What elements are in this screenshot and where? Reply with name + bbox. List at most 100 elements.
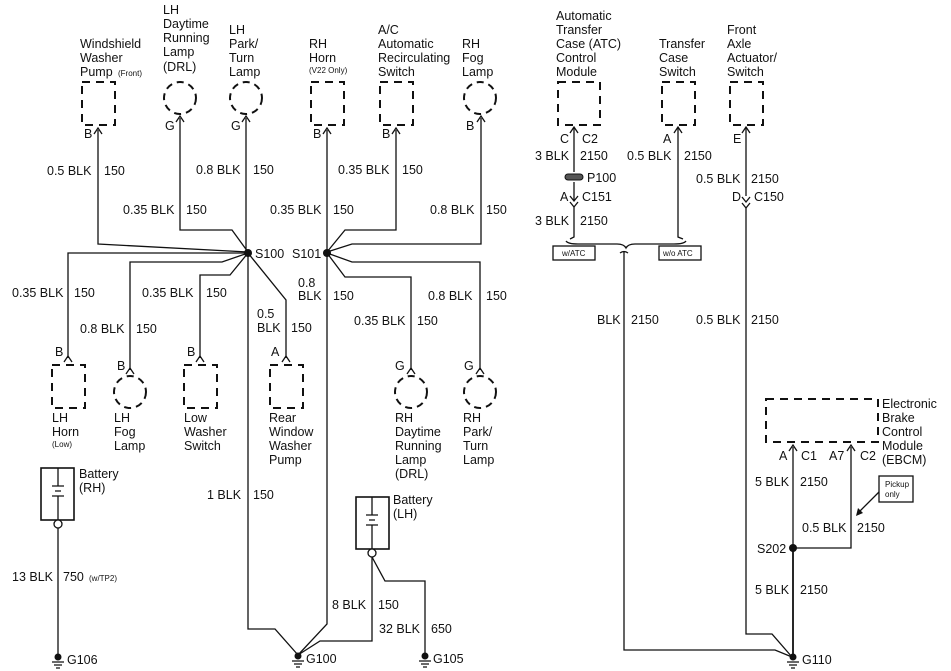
connector-c151[interactable]: A C151 xyxy=(560,182,612,209)
splice-s101[interactable]: S101 xyxy=(292,247,331,261)
wire-rh-horn[interactable]: 0.35 BLK 150 xyxy=(270,126,354,252)
component-rh-drl[interactable]: G RH Daytime Running Lamp (DRL) xyxy=(394,359,442,481)
connector-c150[interactable]: D C150 xyxy=(732,190,784,210)
wire-rh-drl[interactable]: 0.35 BLK 150 xyxy=(326,252,438,375)
wire-atc-lower[interactable]: 3 BLK 2150 xyxy=(535,207,608,240)
component-lh-fog-lamp[interactable]: B LH Fog Lamp xyxy=(113,359,147,453)
wire-circuit: 2150 xyxy=(800,475,828,489)
component-label: Park/ xyxy=(229,37,259,51)
connector-p100[interactable]: P100 xyxy=(564,171,616,185)
component-lh-horn[interactable]: B LH Horn (Low) xyxy=(51,345,86,449)
component-label: Switch xyxy=(727,65,764,79)
wire-circuit: 2150 xyxy=(580,149,608,163)
wire-circuit: 650 xyxy=(431,622,452,636)
pin-label: B xyxy=(466,119,474,133)
component-label: Fog xyxy=(462,51,484,65)
wire-battery-rh-g106[interactable]: 13 BLK 750 (w/TP2) xyxy=(12,528,117,656)
wire-s101-g100[interactable]: 8 BLK 150 xyxy=(297,253,399,656)
battery-symbol-icon xyxy=(52,468,64,520)
splice-s100[interactable]: S100 xyxy=(244,247,284,261)
component-label: Rear xyxy=(269,411,296,425)
ground-g100[interactable]: G100 xyxy=(292,652,337,668)
component-transfer-case-switch[interactable]: Transfer Case Switch A xyxy=(659,37,705,146)
wire-atc-upper[interactable]: 3 BLK 2150 xyxy=(535,125,608,172)
wire-tc-switch[interactable]: 0.5 BLK 2150 xyxy=(627,125,712,240)
ground-label: G110 xyxy=(802,653,832,667)
wire-ebcm-a7[interactable]: 0.5 BLK 2150 xyxy=(793,443,885,549)
ground-g105[interactable]: G105 xyxy=(419,652,464,668)
battery-symbol-icon xyxy=(366,497,378,549)
wire-battery-lh-g100[interactable] xyxy=(297,557,373,656)
component-lh-drl[interactable]: LH Daytime Running Lamp (DRL) G xyxy=(163,3,210,133)
wire-s202-g110[interactable]: 5 BLK 2150 xyxy=(755,548,828,655)
component-ac-recirc-switch[interactable]: A/C Automatic Recirculating Switch B xyxy=(378,23,450,141)
option-tag xyxy=(658,245,702,261)
option-brace xyxy=(565,240,793,658)
component-label: (RH) xyxy=(79,481,105,495)
component-label: Running xyxy=(395,439,442,453)
wire-rh-fog[interactable]: 0.8 BLK 150 xyxy=(326,114,507,253)
wire-gauge: 0.5 BLK xyxy=(802,521,847,535)
component-label: Automatic xyxy=(556,9,612,23)
wire-gauge: BLK xyxy=(597,313,621,327)
pin-label: B xyxy=(313,127,321,141)
component-ebcm[interactable]: Electronic Brake Control Module (EBCM) A… xyxy=(765,397,937,467)
wire-rh-park[interactable]: 0.8 BLK 150 xyxy=(326,252,507,375)
wire-lh-drl[interactable]: 0.35 BLK 150 xyxy=(123,114,249,253)
wire-ws-washer[interactable]: 0.5 BLK 150 xyxy=(47,126,249,253)
option-tag-label: Pickup xyxy=(885,480,910,489)
component-label: Park/ xyxy=(463,425,493,439)
component-label: Lamp xyxy=(462,65,493,79)
component-label: Recirculating xyxy=(378,51,450,65)
component-label: Module xyxy=(556,65,597,79)
component-low-washer-switch[interactable]: B Low Washer Switch xyxy=(183,345,227,453)
component-lh-park-turn-lamp[interactable]: LH Park/ Turn Lamp G xyxy=(229,23,263,133)
wire-fa-actuator[interactable]: 0.5 BLK 2150 xyxy=(696,125,779,196)
wire-rear-washer[interactable]: 0.5 BLK 150 xyxy=(247,252,312,363)
component-note: (Front) xyxy=(118,69,142,78)
wire-circuit: 150 xyxy=(206,286,227,300)
component-rh-horn[interactable]: RH Horn (V22 Only) B xyxy=(309,37,348,141)
wire-gauge: 0.5 xyxy=(257,307,274,321)
wire-ebcm-a[interactable]: 5 BLK 2150 xyxy=(755,443,828,548)
component-label: Washer xyxy=(80,51,123,65)
component-windshield-washer-pump[interactable]: Windshield Washer Pump (Front) B xyxy=(80,37,142,141)
wire-s101-down[interactable]: 0.8 BLK 150 xyxy=(298,276,354,303)
wire-gauge: 0.8 BLK xyxy=(196,163,241,177)
component-rh-park-turn-lamp[interactable]: G RH Park/ Turn Lamp xyxy=(463,359,497,467)
wire-circuit: 2150 xyxy=(580,214,608,228)
ground-g106[interactable]: G106 xyxy=(52,653,98,669)
component-label: Washer xyxy=(269,439,312,453)
component-label: Fog xyxy=(114,425,136,439)
wire-atc-g110[interactable]: BLK 2150 xyxy=(597,313,659,327)
wire-ac-recirc[interactable]: 0.35 BLK 150 xyxy=(326,126,423,253)
wire-circuit: 150 xyxy=(333,203,354,217)
component-label: Horn xyxy=(309,51,336,65)
battery-rh[interactable]: Battery (RH) xyxy=(40,467,119,529)
wire-fa-lower[interactable]: 0.5 BLK 2150 xyxy=(696,208,793,658)
splice-s202[interactable]: S202 xyxy=(757,542,797,556)
lamp-symbol xyxy=(394,375,428,409)
component-box xyxy=(379,81,414,126)
component-front-axle-actuator[interactable]: Front Axle Actuator/ Switch E xyxy=(727,23,778,146)
component-atc-control-module[interactable]: Automatic Transfer Case (ATC) Control Mo… xyxy=(556,9,621,146)
battery-lh[interactable]: Battery (LH) xyxy=(355,493,433,558)
wire-circuit: 750 xyxy=(63,570,84,584)
wire-low-washer[interactable]: 0.35 BLK 150 xyxy=(142,252,249,363)
component-rear-window-washer-pump[interactable]: A Rear Window Washer Pump xyxy=(269,345,314,467)
component-label: Switch xyxy=(184,439,221,453)
component-label: Transfer xyxy=(659,37,705,51)
wire-battery-lh-g105[interactable]: 32 BLK 650 xyxy=(371,556,452,655)
wire-s100-g100[interactable]: 1 BLK 150 xyxy=(207,253,299,656)
arrow-head-icon xyxy=(856,508,863,516)
component-note: (V22 Only) xyxy=(309,66,348,75)
ground-g110[interactable]: G110 xyxy=(787,653,832,669)
wire-lh-fog[interactable]: 0.8 BLK 150 xyxy=(80,252,249,375)
component-label: Lamp xyxy=(163,45,194,59)
wire-lh-horn[interactable]: 0.35 BLK 150 xyxy=(12,252,248,363)
component-rh-fog-lamp[interactable]: RH Fog Lamp B xyxy=(462,37,497,133)
component-label: Lamp xyxy=(229,65,260,79)
wire-lh-park[interactable]: 0.8 BLK 150 xyxy=(196,114,274,252)
wire-gauge: 3 BLK xyxy=(535,149,570,163)
